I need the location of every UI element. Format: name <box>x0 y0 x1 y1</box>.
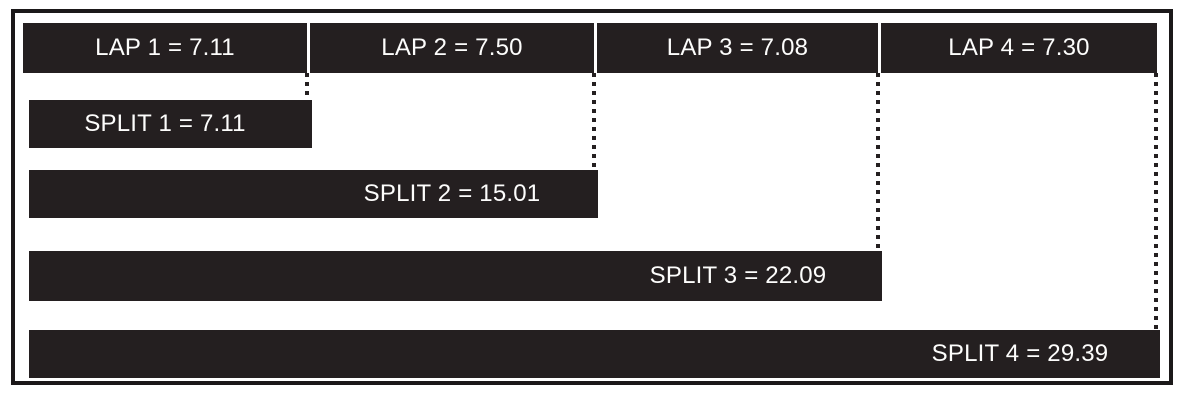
split-1-label: SPLIT 1 = 7.11 <box>84 110 246 137</box>
split-3-label: SPLIT 3 = 22.09 <box>649 262 827 289</box>
lap-2-label: LAP 2 = 7.50 <box>381 34 523 61</box>
lap-1-bar: LAP 1 = 7.11 <box>23 23 307 73</box>
split-4-connector-line <box>1154 73 1158 330</box>
lap-1-label: LAP 1 = 7.11 <box>95 34 235 61</box>
lap-2-bar: LAP 2 = 7.50 <box>310 23 594 73</box>
diagram-frame <box>11 9 1173 385</box>
split-3-connector-line <box>876 73 880 251</box>
lap-3-bar: LAP 3 = 7.08 <box>597 23 878 73</box>
split-1-connector-line <box>305 73 309 100</box>
lap-3-label: LAP 3 = 7.08 <box>666 34 809 61</box>
lap-4-bar: LAP 4 = 7.30 <box>881 23 1157 73</box>
split-4-bar: SPLIT 4 = 29.39 <box>29 330 1160 378</box>
split-2-label: SPLIT 2 = 15.01 <box>363 180 541 207</box>
split-4-label: SPLIT 4 = 29.39 <box>931 340 1109 367</box>
split-2-bar: SPLIT 2 = 15.01 <box>29 170 598 218</box>
split-2-connector-line <box>592 73 596 170</box>
lap-4-label: LAP 4 = 7.30 <box>948 34 1090 61</box>
split-1-bar: SPLIT 1 = 7.11 <box>29 100 312 148</box>
split-3-bar: SPLIT 3 = 22.09 <box>29 251 882 301</box>
